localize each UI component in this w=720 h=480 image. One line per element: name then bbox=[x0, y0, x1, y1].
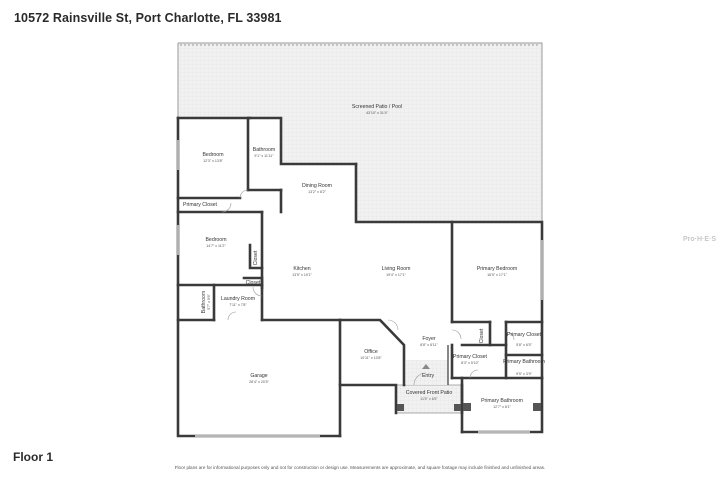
room-label-bedroom-2: Bedroom bbox=[205, 237, 226, 243]
room-dims-office: 10'11" x 10'8" bbox=[360, 356, 382, 360]
room-label-foyer: Foyer bbox=[422, 336, 436, 342]
room-dims-foyer: 8'8" x 8'11" bbox=[420, 343, 438, 347]
screened-patio-area bbox=[177, 42, 543, 223]
room-dims-living-room: 19'4" x 17'1" bbox=[386, 273, 406, 277]
room-dims-bathroom-2: 5'7" x 9'6" bbox=[207, 293, 211, 309]
room-label-primary-bedroom: Primary Bedroom bbox=[477, 266, 517, 272]
room-dims-bedroom-2: 14'7" x 11'2" bbox=[206, 244, 226, 248]
room-dims-primary-bedroom: 16'5" x 17'1" bbox=[487, 273, 507, 277]
room-dims-kitchen: 13'5" x 19'1" bbox=[292, 273, 312, 277]
room-label-primary-closet-center: Primary Closet bbox=[453, 354, 488, 360]
room-label-primary-bathroom-small: Primary Bathroom bbox=[503, 359, 545, 365]
room-dims-dining-room: 13'2" x 8'2" bbox=[308, 190, 326, 194]
room-label-bathroom-2: Bathroom bbox=[201, 291, 207, 314]
room-dims-covered-front-patio: 11'5" x 6'5" bbox=[420, 397, 438, 401]
room-label-bedroom-1: Bedroom bbox=[202, 152, 223, 158]
room-dims-garage: 28'4" x 20'5" bbox=[249, 380, 269, 384]
entry-area bbox=[406, 360, 448, 385]
room-dims-primary-closet-center: 8'3" x 5'10" bbox=[461, 361, 479, 365]
room-label-covered-front-patio: Covered Front Patio bbox=[406, 390, 453, 396]
room-dims-primary-bathroom: 12'7" x 8'1" bbox=[493, 405, 511, 409]
disclaimer-text: Floor plans are for informational purpos… bbox=[174, 465, 546, 470]
room-label-laundry-room: Laundry Room bbox=[221, 296, 255, 302]
room-label-living-room: Living Room bbox=[382, 266, 411, 272]
floor-label: Floor 1 bbox=[13, 450, 54, 464]
room-dims-screened-patio: 43'10" x 31'4" bbox=[366, 111, 388, 115]
property-address: 10572 Rainsville St, Port Charlotte, FL … bbox=[14, 11, 282, 25]
windows bbox=[177, 140, 543, 437]
exterior-walls bbox=[176, 116, 544, 438]
room-label-screened-patio: Screened Patio / Pool bbox=[352, 104, 402, 110]
room-label-closet-right: Closet bbox=[479, 328, 485, 343]
room-label-dining-room: Dining Room bbox=[302, 183, 332, 189]
room-dims-laundry-room: 7'11" x 7'8" bbox=[229, 303, 247, 307]
room-dims-primary-bathroom-small: 9'5" x 3'9" bbox=[516, 372, 532, 376]
room-label-entry: Entry bbox=[422, 373, 435, 379]
room-label-closet-left: Closet bbox=[253, 250, 259, 265]
watermark: Pro·H·E·S bbox=[682, 236, 716, 243]
door-swings bbox=[221, 189, 515, 386]
interior-walls bbox=[176, 116, 544, 387]
room-label-garage: Garage bbox=[250, 373, 267, 379]
room-label-kitchen: Kitchen bbox=[293, 266, 310, 272]
room-dims-bathroom-1: 9'1" x 11'11" bbox=[254, 154, 274, 158]
fixtures bbox=[397, 364, 541, 411]
room-label-bathroom-1: Bathroom bbox=[253, 147, 276, 153]
room-dims-bedroom-1: 12'3" x 13'8" bbox=[203, 159, 223, 163]
room-label-office: Office bbox=[364, 349, 378, 355]
room-dims-primary-closet-right: 5'8" x 6'5" bbox=[516, 343, 532, 347]
room-label-primary-closet-left: Primary Closet bbox=[183, 202, 218, 208]
room-label-primary-closet-right: Primary Closet bbox=[507, 332, 542, 338]
room-label-primary-bathroom: Primary Bathroom bbox=[481, 398, 523, 404]
room-label-closet-small: Closet bbox=[246, 280, 261, 286]
